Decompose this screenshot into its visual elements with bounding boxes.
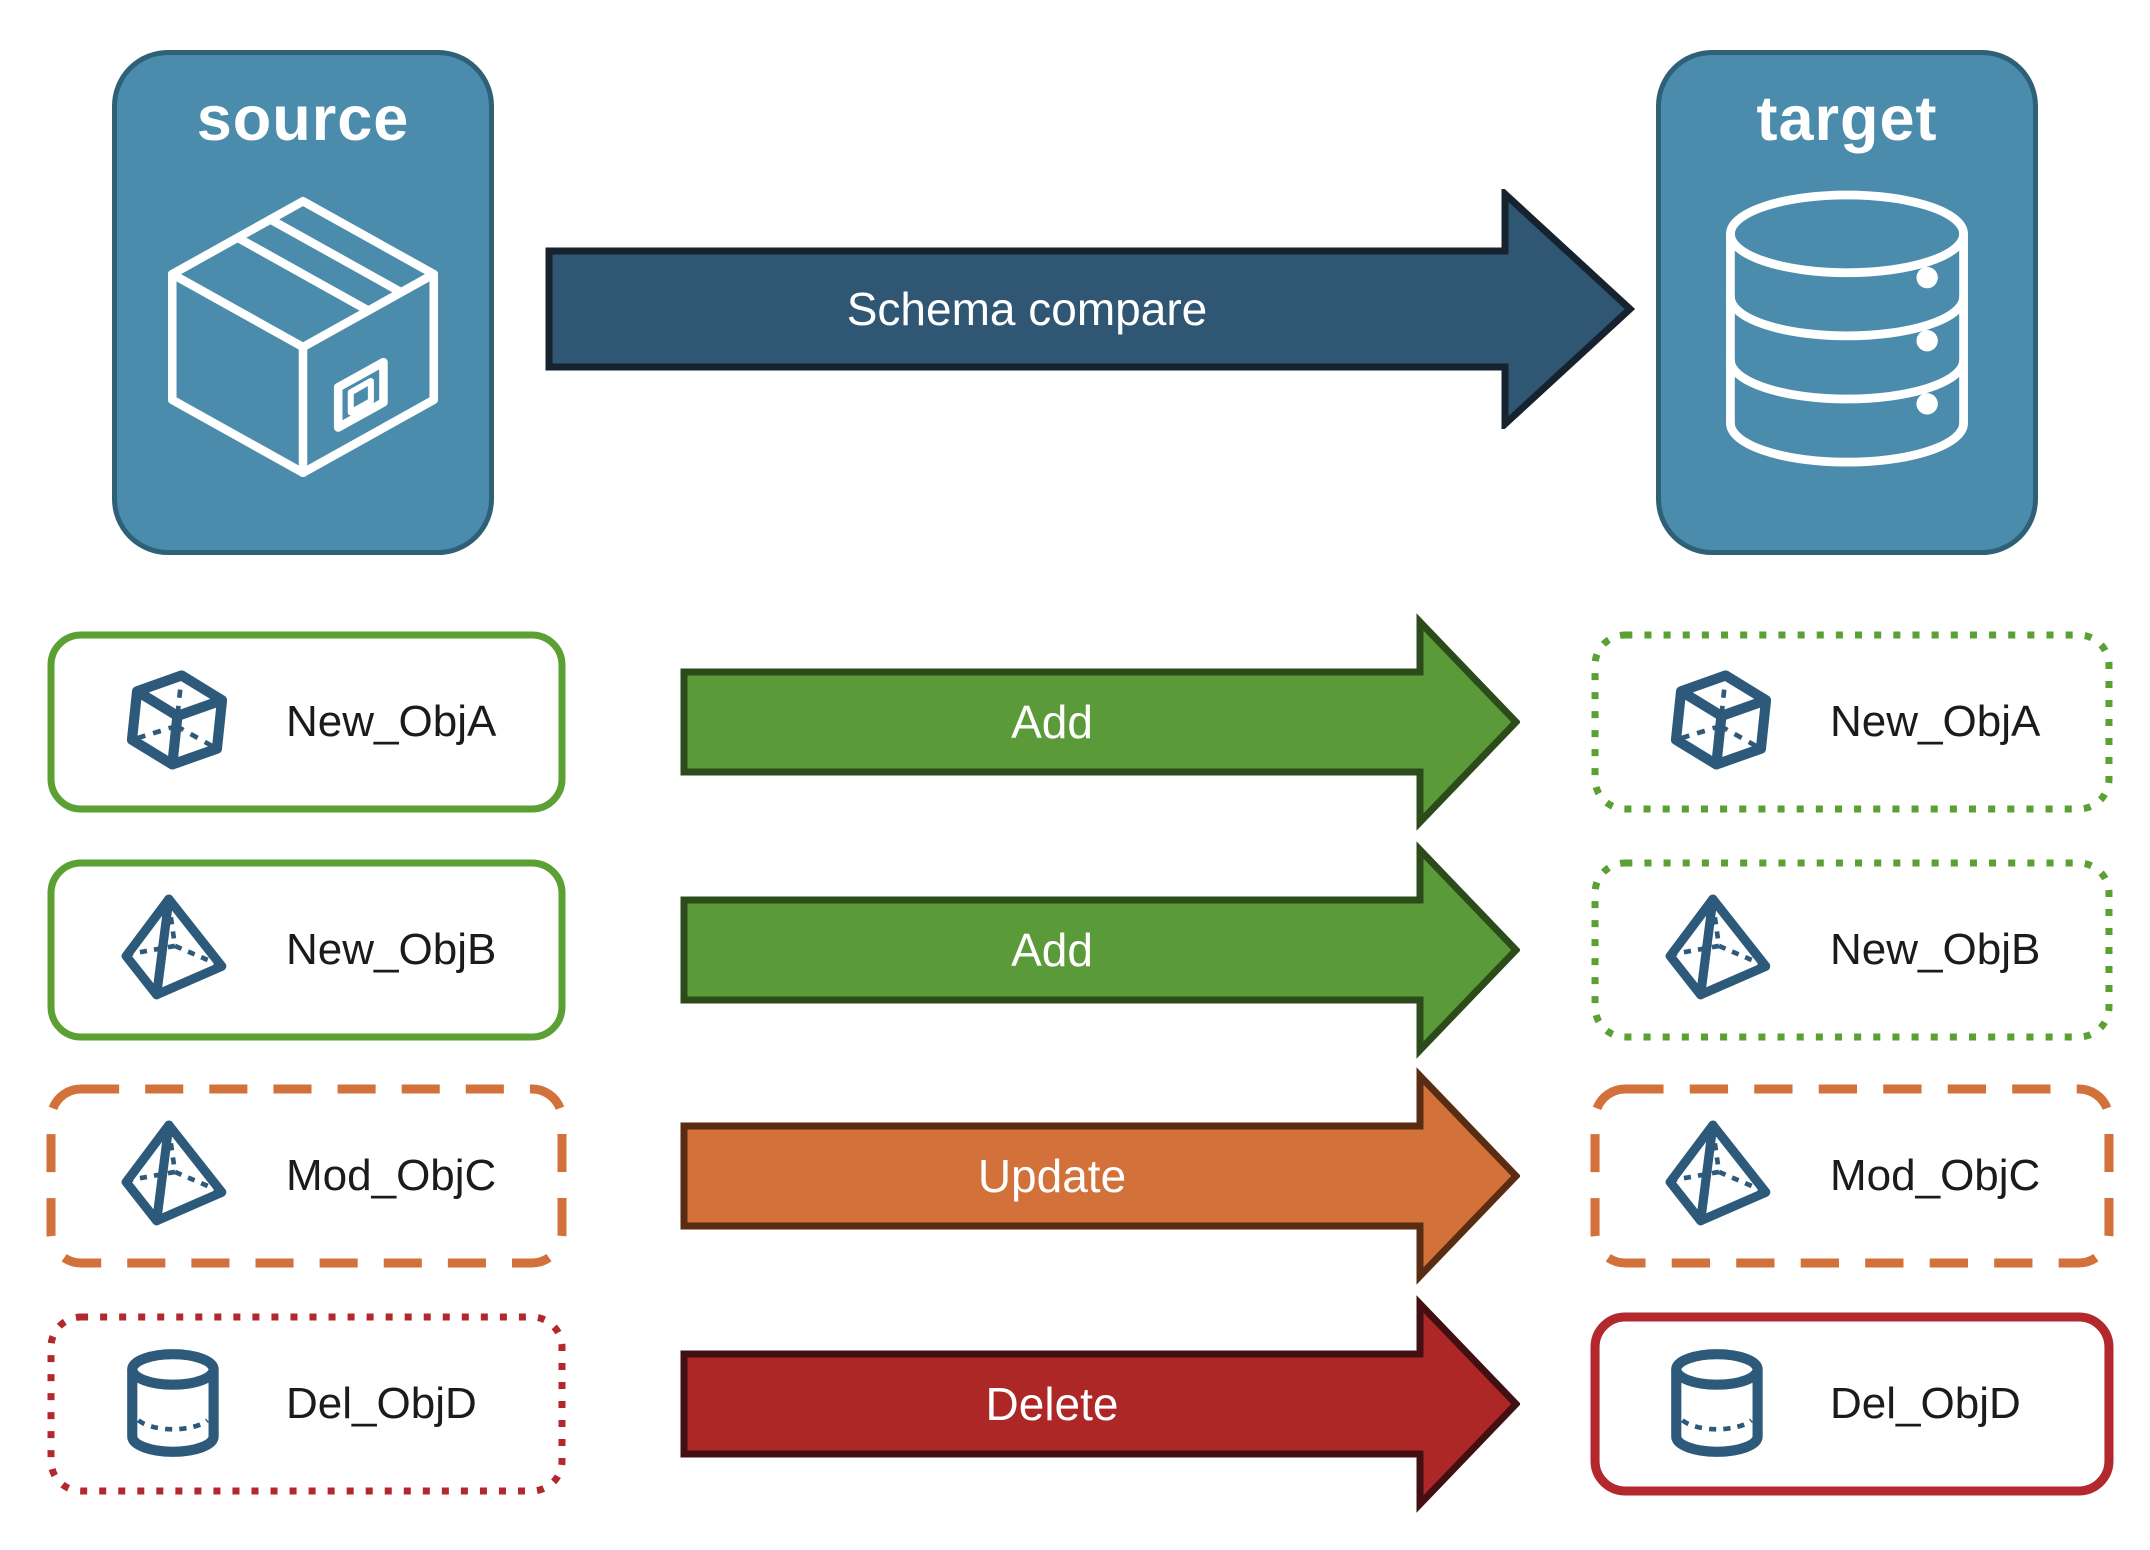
pyramid-icon xyxy=(1665,894,1771,1000)
action-label: Update xyxy=(977,1150,1127,1202)
source-object-card: New_ObjB xyxy=(46,858,567,1042)
cylinder-icon xyxy=(1671,1349,1763,1457)
card-border xyxy=(46,1084,567,1268)
delete-arrow-shape xyxy=(680,1295,1520,1513)
delete-arrow: Delete xyxy=(680,1294,1520,1514)
source-node: source xyxy=(112,50,494,555)
update-arrow: Update xyxy=(680,1066,1520,1286)
pyramid-icon xyxy=(121,1120,227,1226)
card-border xyxy=(1590,1312,2114,1496)
object-label: Del_ObjD xyxy=(286,1379,477,1428)
card-border xyxy=(47,1313,566,1495)
card-border xyxy=(47,859,566,1041)
cube-icon xyxy=(126,670,228,770)
card-border xyxy=(1591,859,2113,1041)
source-object-card: Del_ObjD xyxy=(46,1312,567,1496)
action-label: Delete xyxy=(985,1378,1119,1430)
add-arrow-shape xyxy=(680,841,1520,1059)
database-icon xyxy=(1726,190,1968,467)
add-arrow: Add xyxy=(680,840,1520,1060)
package-box-icon xyxy=(167,196,439,478)
cylinder-icon xyxy=(127,1349,219,1457)
target-node: target xyxy=(1656,50,2038,555)
object-label: Del_ObjD xyxy=(1830,1379,2021,1428)
object-label: New_ObjB xyxy=(1830,925,2041,974)
schema-compare-arrow-shape xyxy=(545,189,1635,429)
schema-compare-arrow: Schema compare xyxy=(545,189,1635,429)
card-border xyxy=(1590,1084,2114,1268)
object-label: New_ObjA xyxy=(1830,697,2041,746)
target-object-card: Mod_ObjC xyxy=(1590,1084,2114,1268)
cube-icon xyxy=(1670,670,1772,770)
pyramid-icon xyxy=(121,894,227,1000)
add-arrow-shape xyxy=(680,613,1520,831)
source-object-card: Mod_ObjC xyxy=(46,1084,567,1268)
object-label: New_ObjB xyxy=(286,925,497,974)
source-object-card: New_ObjA xyxy=(46,630,567,814)
action-label: Add xyxy=(1011,924,1093,976)
pyramid-icon xyxy=(1665,1120,1771,1226)
object-label: Mod_ObjC xyxy=(1830,1151,2041,1200)
source-title: source xyxy=(196,84,410,154)
schema-compare-label: Schema compare xyxy=(846,283,1208,335)
target-object-card: New_ObjB xyxy=(1590,858,2114,1042)
target-title: target xyxy=(1756,84,1938,154)
add-arrow: Add xyxy=(680,612,1520,832)
card-border xyxy=(1591,631,2113,813)
object-label: New_ObjA xyxy=(286,697,497,746)
action-label: Add xyxy=(1011,696,1093,748)
update-arrow-shape xyxy=(680,1067,1520,1285)
target-object-card: Del_ObjD xyxy=(1590,1312,2114,1496)
card-border xyxy=(47,631,566,813)
object-label: Mod_ObjC xyxy=(286,1151,497,1200)
target-object-card: New_ObjA xyxy=(1590,630,2114,814)
